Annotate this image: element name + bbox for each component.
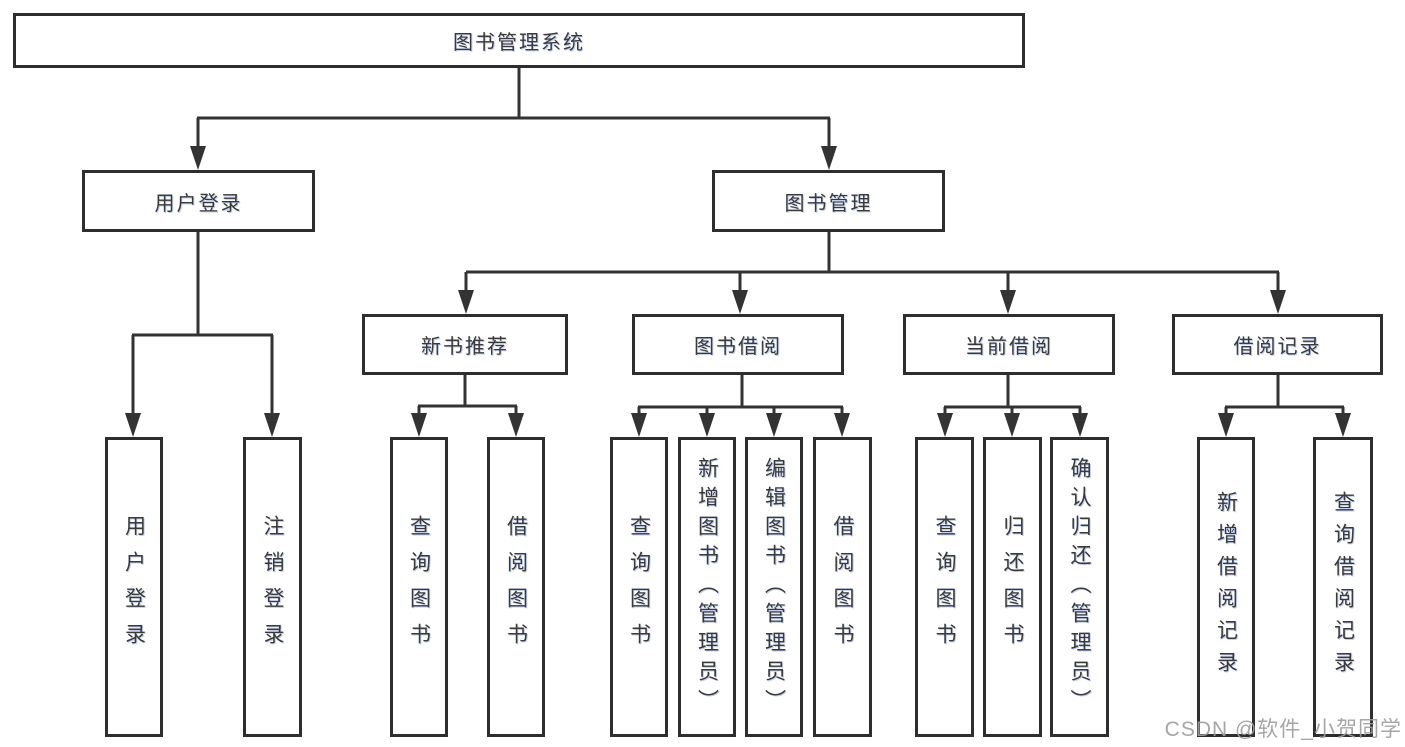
node-borrowing-records: 借阅记录 [1172,314,1383,375]
leaf-label: 查询借阅记录 [1331,491,1355,683]
leaf-label: 用户登录 [122,515,146,659]
leaf-query-borrow-record: 查询借阅记录 [1313,437,1373,737]
node-label: 用户登录 [154,192,243,215]
leaf-query-books-borrowing: 查询图书 [610,437,668,737]
leaf-label: 新增图书（管理员） [695,456,719,718]
node-label: 新书推荐 [421,336,509,358]
leaf-label: 借阅图书 [831,515,854,659]
leaf-add-books-admin: 新增图书（管理员） [678,437,736,737]
node-label: 图书借阅 [694,336,782,358]
node-label: 图书管理系统 [453,32,585,54]
leaf-label: 确认归还（管理员） [1068,456,1091,718]
leaf-logout: 注销登录 [243,437,302,737]
leaf-label: 归还图书 [1001,515,1024,659]
csdn-watermark: CSDN @软件_小贺同学 [1164,718,1402,741]
node-label: 图书管理 [784,192,873,215]
node-label: 借阅记录 [1233,336,1322,358]
leaf-label: 编辑图书（管理员） [762,456,786,718]
leaf-edit-books-admin: 编辑图书（管理员） [745,437,803,737]
leaf-label: 查询图书 [407,515,431,659]
leaf-label: 查询图书 [627,515,651,659]
leaf-add-borrow-record: 新增借阅记录 [1197,437,1255,737]
leaf-label: 借阅图书 [504,515,528,659]
node-book-borrowing: 图书借阅 [632,314,844,375]
node-library-management-system: 图书管理系统 [13,13,1025,68]
leaf-label: 新增借阅记录 [1214,491,1238,683]
leaf-borrow-books-borrowing: 借阅图书 [813,437,872,737]
leaf-query-books-current: 查询图书 [915,437,974,737]
node-label: 当前借阅 [965,336,1053,358]
leaf-confirm-return-admin: 确认归还（管理员） [1050,437,1109,737]
leaf-query-books-recommend: 查询图书 [390,437,448,737]
node-new-book-recommendation: 新书推荐 [362,314,568,375]
node-user-login: 用户登录 [82,170,315,232]
leaf-user-login: 用户登录 [105,437,163,737]
leaf-return-books: 归还图书 [983,437,1042,737]
leaf-borrow-books-recommend: 借阅图书 [487,437,545,737]
node-book-management: 图书管理 [712,170,945,232]
node-current-borrowing: 当前借阅 [903,314,1115,375]
leaf-label: 注销登录 [261,515,284,659]
leaf-label: 查询图书 [933,515,956,659]
